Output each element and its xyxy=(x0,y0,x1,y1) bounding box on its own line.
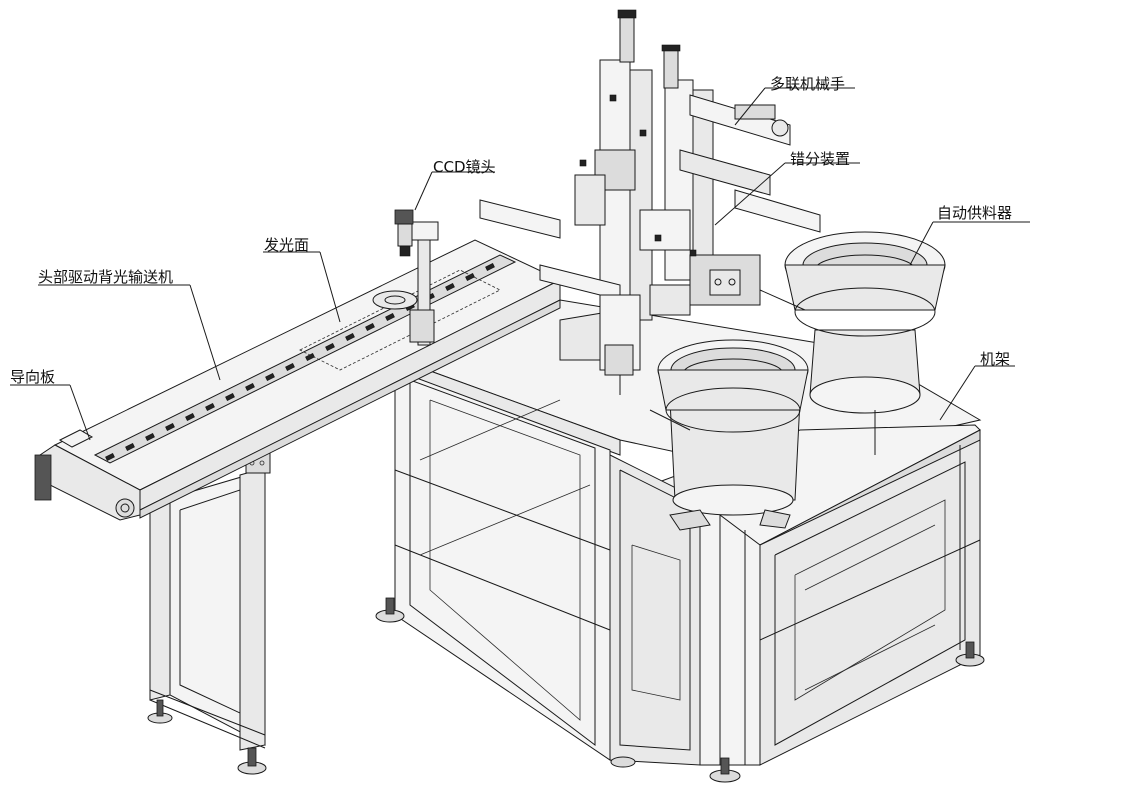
label-dislocation-device: 错分装置 xyxy=(790,150,851,168)
machine-frame xyxy=(375,299,985,783)
label-guide-plate: 导向板 xyxy=(10,368,56,386)
leader-lines xyxy=(10,87,1030,441)
robot-tower xyxy=(479,9,821,395)
label-head-drive-backlight-conveyor: 头部驱动背光输送机 xyxy=(38,268,174,286)
label-ccd-lens: CCD镜头 xyxy=(433,158,496,176)
conveyor xyxy=(34,239,562,521)
front-feeder-bowl xyxy=(649,339,809,531)
auto-feeder-bowl xyxy=(759,231,946,455)
label-robot-arm: 多联机械手 xyxy=(770,75,846,93)
label-machine-frame: 机架 xyxy=(980,350,1011,368)
label-auto-feeder: 自动供料器 xyxy=(937,204,1013,222)
ccd-camera xyxy=(372,209,439,346)
frame-feet xyxy=(375,597,985,783)
label-light-surface: 发光面 xyxy=(264,236,310,254)
